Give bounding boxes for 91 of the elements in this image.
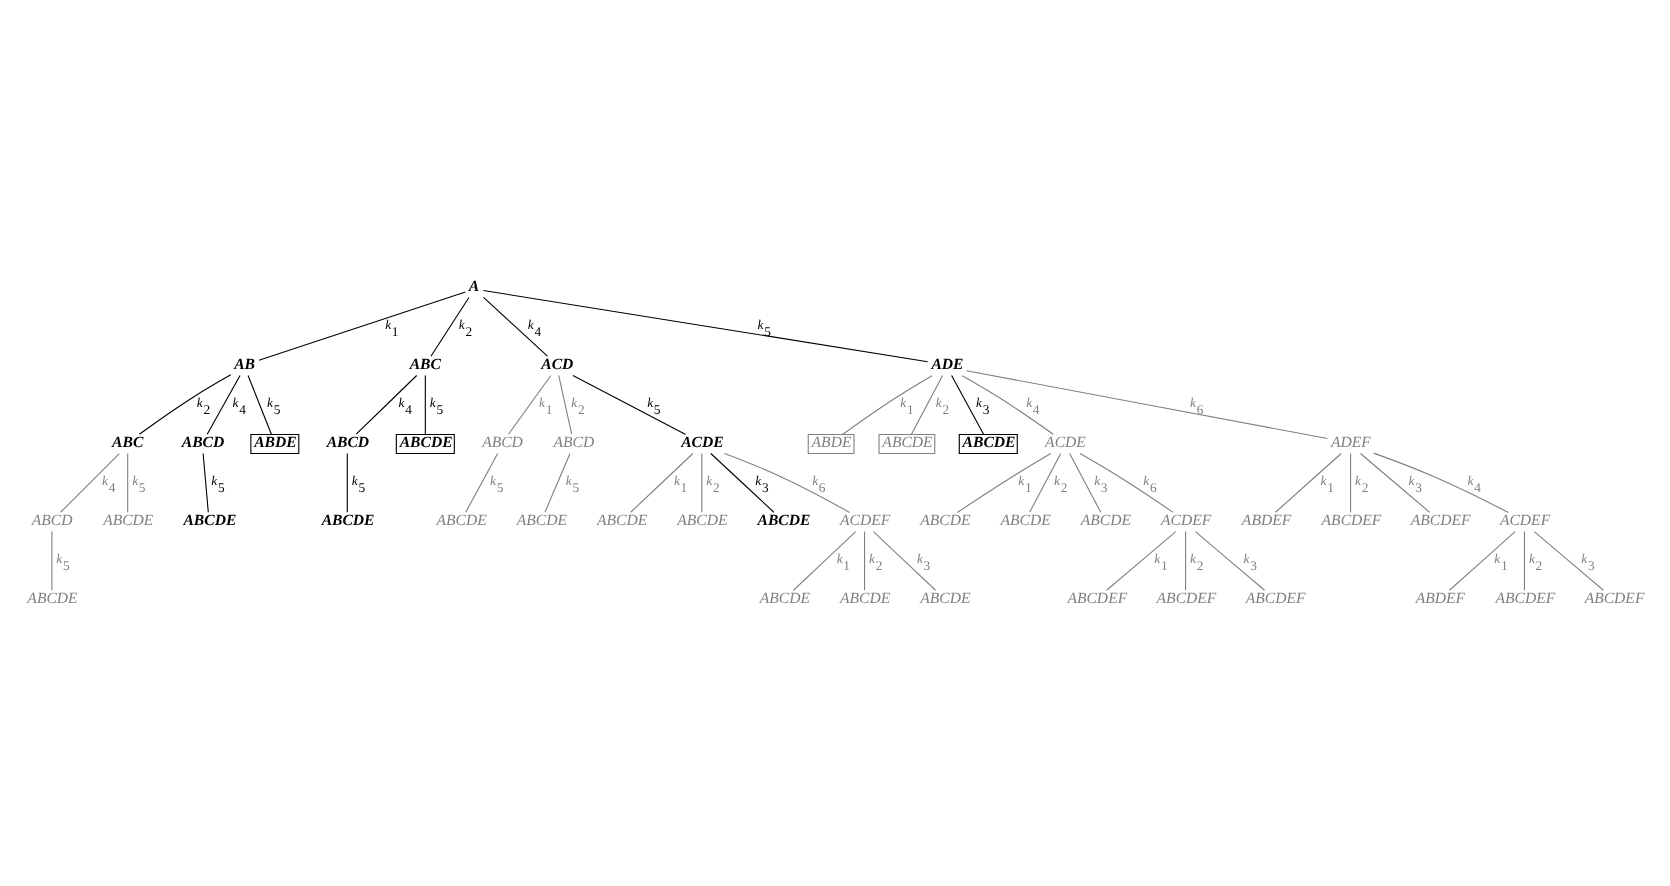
node-text: ABCDEF	[1321, 510, 1382, 529]
node-text: ABCDE	[677, 510, 728, 529]
node-text: ADEF	[1331, 432, 1371, 451]
connector	[247, 373, 272, 434]
node-text: ABCD	[326, 432, 370, 451]
node-box: ABDE	[807, 432, 855, 454]
node-text: ABCDEF	[1410, 510, 1471, 529]
node-text: ABDEF	[1415, 588, 1466, 607]
node-text: ABCDE	[183, 510, 237, 529]
node-text: ABCDE	[597, 510, 648, 529]
node-text: ABC	[409, 353, 441, 372]
node-text: ABCDE	[321, 510, 375, 529]
connector	[1523, 530, 1526, 590]
node-text: A	[468, 275, 480, 294]
connector	[910, 373, 944, 434]
node-text: ABC	[112, 432, 144, 451]
node-box: ABCDE	[395, 432, 455, 454]
node-text: ABCDE	[759, 588, 810, 607]
connector	[792, 530, 857, 590]
node-text: AB	[234, 353, 255, 372]
connector	[956, 452, 1052, 512]
connector	[1029, 451, 1062, 512]
connector	[1275, 451, 1342, 512]
connector	[842, 374, 933, 434]
connector	[572, 373, 687, 434]
connector	[51, 530, 53, 590]
node-box: ABDE	[250, 432, 300, 454]
node-text: ABCDE	[757, 510, 811, 529]
connector	[206, 373, 241, 434]
node-text: ABCDEF	[1245, 588, 1306, 607]
connector	[1185, 530, 1187, 590]
node-text: ABCDE	[27, 588, 78, 607]
node-text: ACD	[541, 353, 574, 372]
connector	[202, 451, 209, 512]
node-text: ABCDE	[920, 588, 971, 607]
node-text: ABCD	[482, 432, 523, 451]
node-text: ABCDEF	[1156, 588, 1217, 607]
connector	[544, 451, 571, 512]
node-text: ABCDE	[840, 588, 891, 607]
node-box: ABCDE	[878, 432, 936, 454]
connector	[482, 295, 548, 356]
connector	[482, 288, 929, 362]
connector	[961, 374, 1054, 434]
node-text: ABCDE	[1080, 510, 1132, 529]
connector	[1069, 451, 1102, 512]
connector	[1448, 530, 1516, 590]
node-text: ABCDE	[436, 510, 487, 529]
connector	[138, 373, 232, 434]
connector	[1359, 451, 1431, 512]
node-text: ABCDE	[1000, 510, 1051, 529]
connector	[1373, 451, 1509, 512]
node-text: ACDE	[1045, 432, 1086, 451]
connector	[872, 530, 937, 590]
connector	[965, 369, 1328, 439]
node-text: ACDEF	[1499, 510, 1551, 529]
connector	[430, 295, 470, 356]
connector	[465, 451, 499, 512]
node-text: ABDEF	[1241, 510, 1292, 529]
node-text: ABCDE	[920, 510, 971, 529]
connector	[710, 451, 775, 512]
connector	[1079, 451, 1174, 512]
connector	[60, 451, 120, 512]
connector	[630, 451, 694, 512]
node-text: ABCDEF	[1495, 588, 1556, 607]
connector	[1194, 530, 1266, 590]
node-box: ABCDE	[958, 432, 1018, 454]
node-text: ACDEF	[840, 510, 891, 529]
node-text: ABCDEF	[1067, 588, 1128, 607]
connector	[127, 451, 129, 512]
node-text: ACDEF	[1161, 510, 1212, 529]
connector	[1106, 530, 1177, 590]
connector	[1533, 530, 1604, 590]
node-text: ABCDEF	[1584, 588, 1645, 607]
node-text: ADE	[931, 353, 964, 372]
connector	[346, 451, 348, 512]
connector	[951, 373, 985, 434]
connector	[864, 530, 866, 590]
connector	[558, 373, 573, 434]
node-text: ABCD	[181, 432, 225, 451]
connector	[424, 373, 426, 434]
node-text: ABCD	[31, 510, 73, 529]
node-text: ACDE	[681, 432, 724, 451]
node-text: ABCDE	[516, 510, 567, 529]
node-text: ABCD	[553, 432, 595, 451]
connector	[701, 451, 703, 512]
connector	[1350, 451, 1352, 512]
connector	[507, 373, 552, 434]
connector	[355, 373, 418, 434]
node-text: ABCDE	[103, 510, 154, 529]
connector	[258, 290, 466, 360]
connector	[724, 451, 851, 512]
